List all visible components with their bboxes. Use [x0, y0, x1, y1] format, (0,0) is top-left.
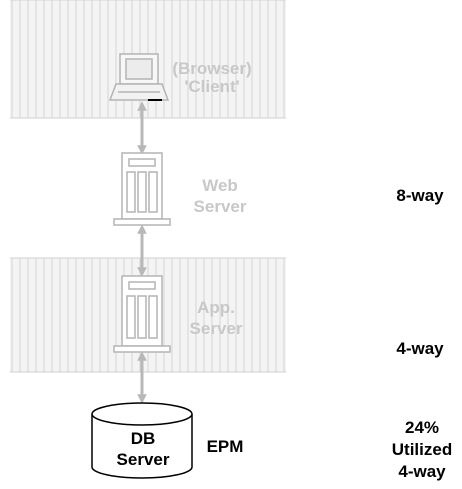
svg-text:4-way: 4-way [398, 462, 446, 481]
laptop-icon [108, 53, 170, 101]
server-tower-icon [113, 275, 171, 353]
svg-text:Web: Web [202, 176, 238, 195]
svg-text:DB: DB [131, 429, 156, 448]
app-server-capacity: 4-way [396, 339, 444, 358]
svg-text:Server: Server [194, 197, 247, 216]
svg-text:Utilized: Utilized [392, 440, 452, 459]
svg-text:'Client': 'Client' [184, 77, 239, 96]
db-utilization: 24% Utilized 4-way [392, 418, 452, 481]
client-tier-label: (Browser) 'Client' [172, 59, 251, 96]
svg-text:Server: Server [190, 319, 243, 338]
svg-text:24%: 24% [405, 418, 439, 437]
web-server-label: Web Server [194, 176, 247, 216]
web-server-capacity: 8-way [396, 186, 444, 205]
svg-text:(Browser): (Browser) [172, 59, 251, 78]
database-cylinder-icon [91, 402, 193, 479]
app-server-label: App. Server [190, 298, 243, 338]
db-server-label: DB Server [117, 429, 170, 469]
server-tower-icon [113, 152, 171, 226]
db-tag: EPM [207, 437, 244, 456]
svg-text:App.: App. [197, 298, 235, 317]
svg-text:Server: Server [117, 450, 170, 469]
